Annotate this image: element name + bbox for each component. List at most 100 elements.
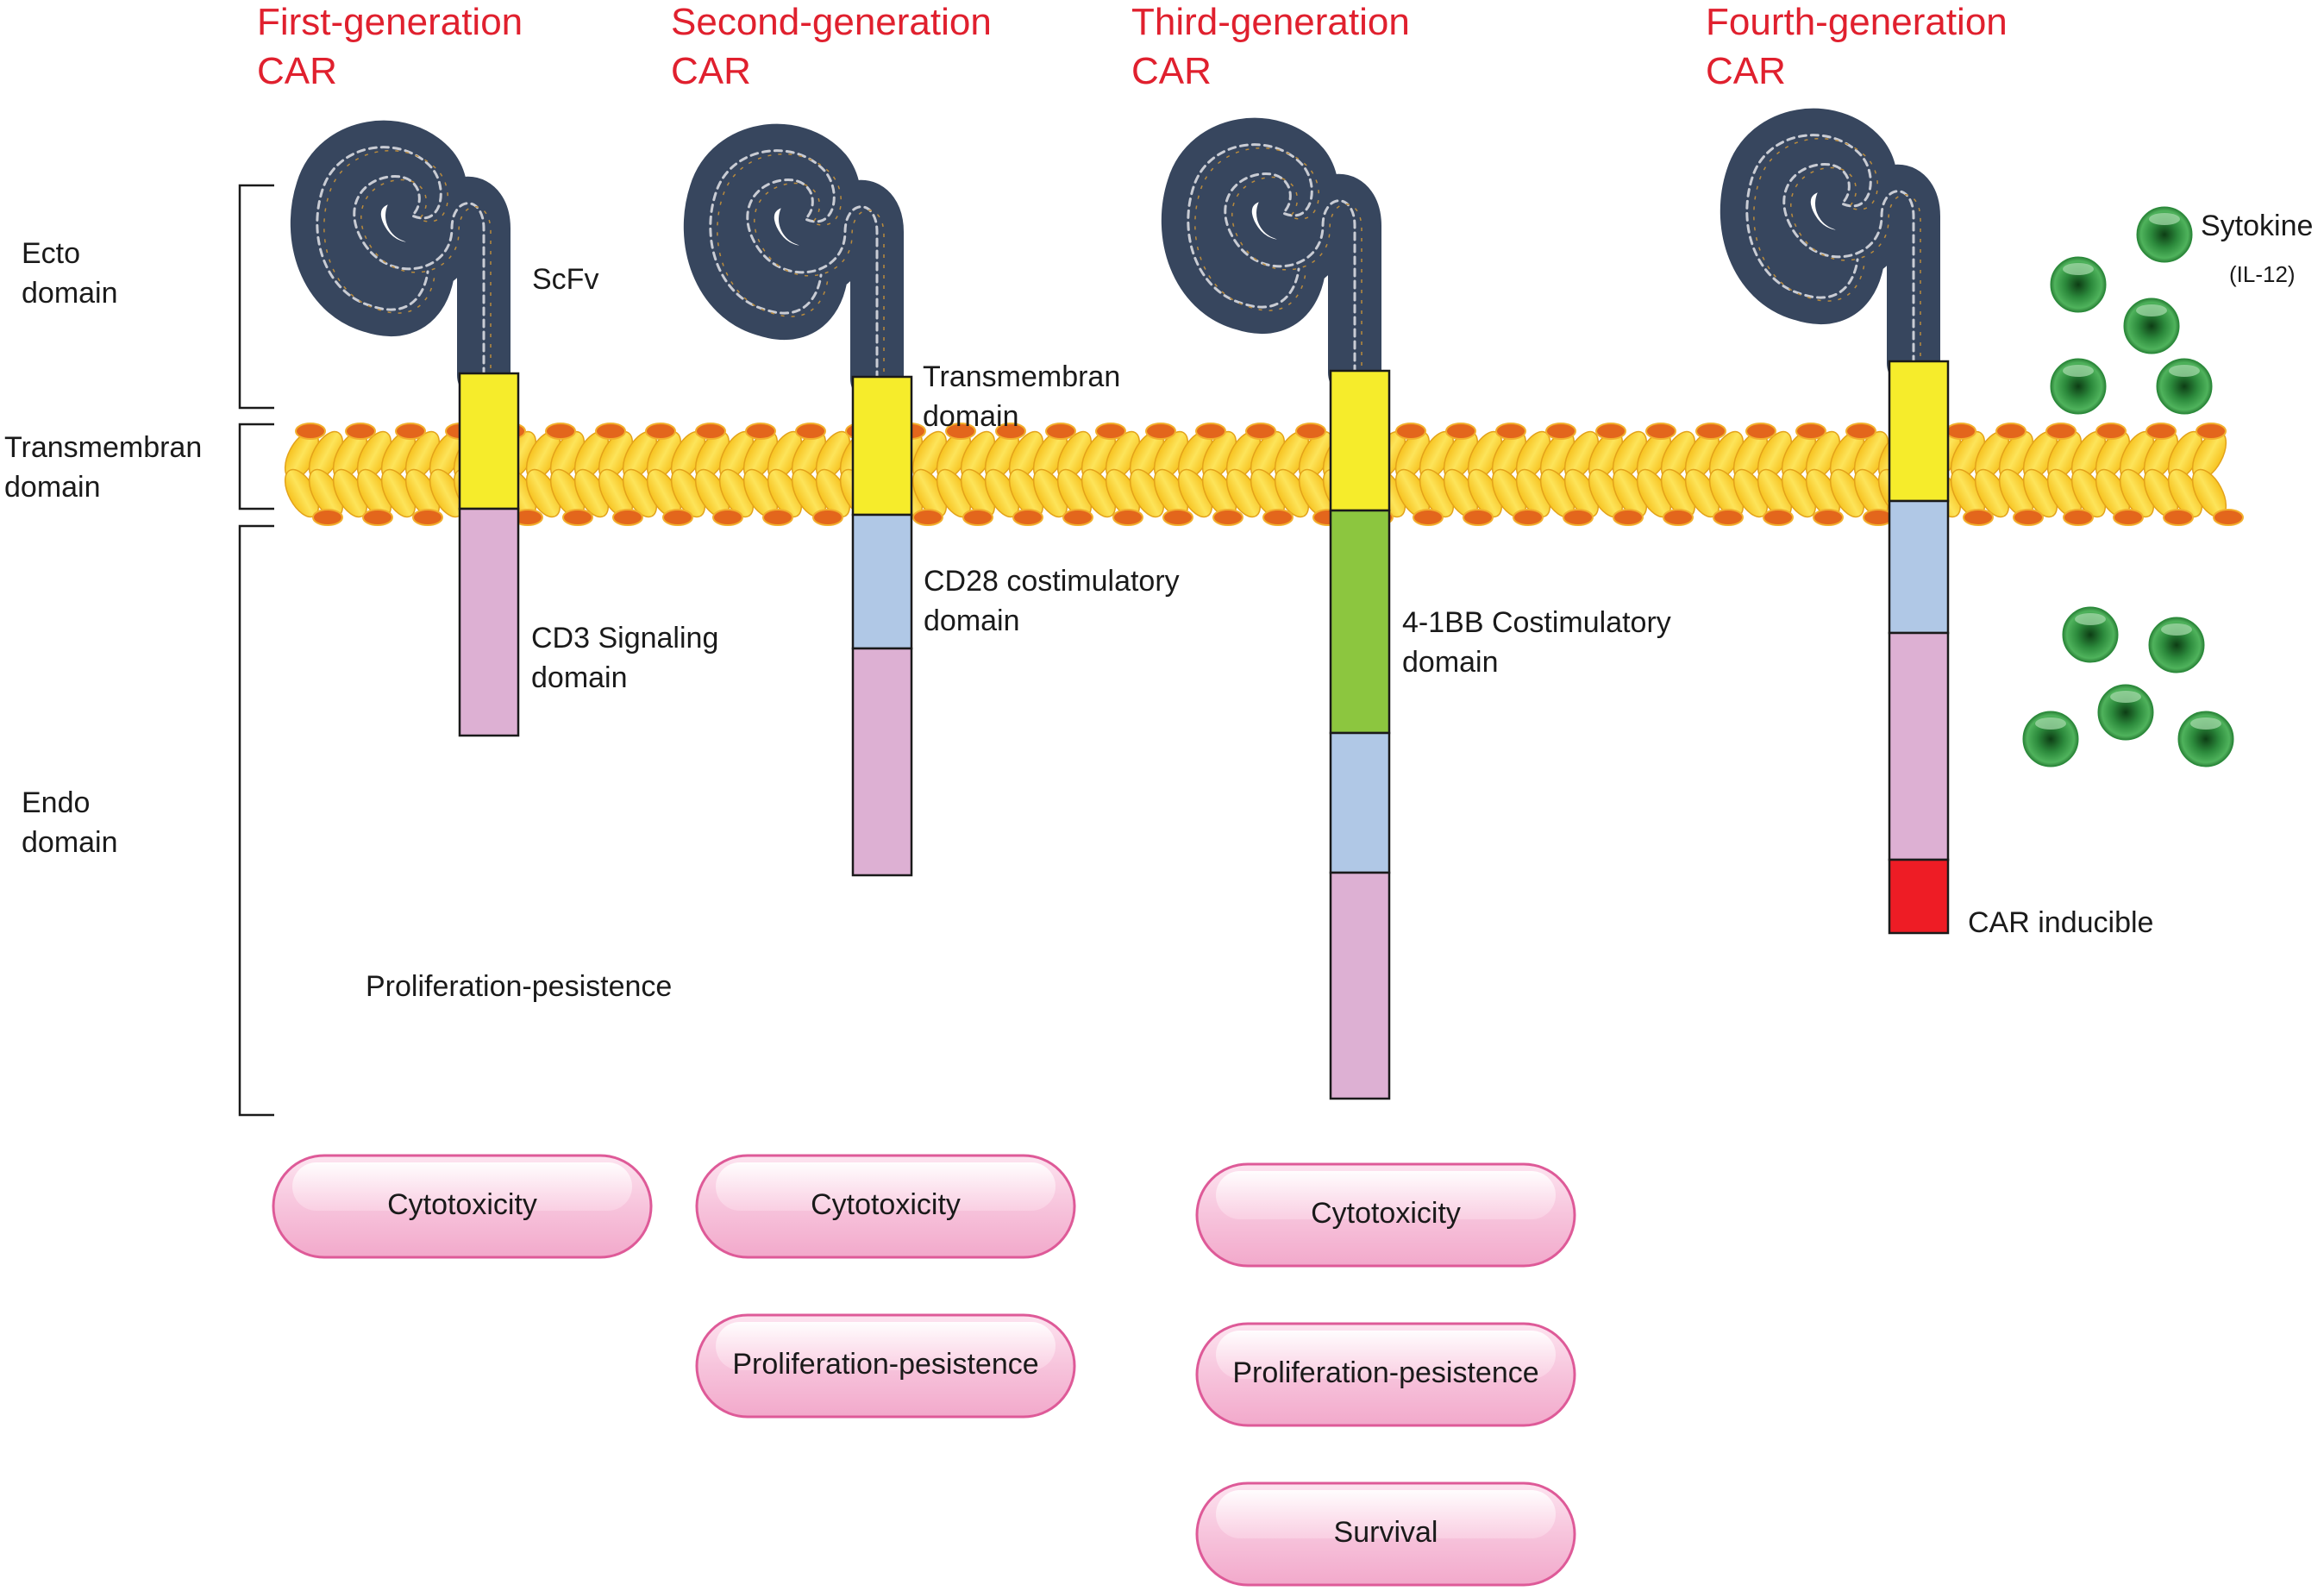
lipid-head bbox=[1845, 423, 1876, 440]
cytokine-highlight bbox=[2075, 613, 2106, 625]
lipid-head bbox=[1795, 423, 1826, 440]
lipid-head bbox=[1012, 509, 1043, 526]
lipid-head bbox=[1045, 423, 1076, 440]
cytokine-highlight bbox=[2149, 213, 2180, 225]
scfv-receptor bbox=[1720, 108, 1940, 390]
scfv-stitching bbox=[1187, 143, 1356, 374]
scfv-receptor bbox=[1161, 117, 1381, 399]
cytokine-highlight bbox=[2136, 304, 2167, 316]
pill-label: Cytotoxicity bbox=[1311, 1197, 1461, 1230]
endo-bracket bbox=[238, 524, 274, 1117]
lipid-head bbox=[1995, 423, 2026, 440]
lipid-head bbox=[695, 423, 726, 440]
gen1-title-car: CAR bbox=[257, 50, 337, 92]
gen4-pink-segment bbox=[1888, 631, 1950, 861]
lipid-head bbox=[1095, 423, 1126, 440]
pill-shine bbox=[716, 1322, 1056, 1370]
lipid-head bbox=[1495, 423, 1526, 440]
lipid-head bbox=[1195, 423, 1226, 440]
cytokine-cluster bbox=[2020, 204, 2237, 770]
lipid-head bbox=[1112, 509, 1143, 526]
gen2-yellow-segment bbox=[851, 375, 913, 517]
pill-label: Cytotoxicity bbox=[387, 1188, 537, 1221]
lipid-head bbox=[1513, 509, 1544, 526]
pill-shine bbox=[292, 1162, 632, 1211]
gen1-yellow-segment bbox=[458, 372, 520, 510]
lipid-head bbox=[1763, 509, 1794, 526]
lipid-head bbox=[2013, 509, 2044, 526]
gen3-outcome-pill: Survival bbox=[1195, 1481, 1576, 1587]
lipid-head bbox=[345, 423, 376, 440]
lipid-head bbox=[795, 423, 826, 440]
il12-label: (IL-12) bbox=[2229, 261, 2296, 287]
scfv-thread bbox=[717, 153, 885, 382]
lipid-head bbox=[1563, 509, 1594, 526]
lipid-head bbox=[2113, 509, 2144, 526]
lipid-head bbox=[1945, 423, 1976, 440]
lipid-head bbox=[395, 423, 426, 440]
lipid-head bbox=[762, 509, 793, 526]
gen3-title: Third-generation bbox=[1131, 1, 1410, 43]
gen2-outcome-pill: Proliferation-pesistence bbox=[695, 1313, 1076, 1419]
ecto-label-domain: domain bbox=[22, 277, 118, 310]
gen3-outcome-pill: Cytotoxicity bbox=[1195, 1162, 1576, 1268]
scfv-thread bbox=[1753, 137, 1921, 366]
scfv-body bbox=[1161, 117, 1381, 399]
scfv-body bbox=[1720, 108, 1940, 390]
gen4-red-segment bbox=[1888, 858, 1950, 935]
lipid-head bbox=[2196, 423, 2227, 440]
annotations: ScFv Transmembran domain CD3 Signaling d… bbox=[366, 210, 2313, 1003]
scfv-label: ScFv bbox=[532, 263, 598, 296]
lipid-head bbox=[995, 423, 1026, 440]
lipid-head bbox=[1062, 509, 1093, 526]
lipid-head bbox=[1595, 423, 1626, 440]
lipid-head bbox=[1295, 423, 1326, 440]
gen4-title-car: CAR bbox=[1706, 50, 1786, 92]
lipid-head bbox=[1262, 509, 1294, 526]
lipid-head bbox=[1413, 509, 1444, 526]
lipid-head bbox=[745, 423, 776, 440]
gen3-outcome-pill: Proliferation-pesistence bbox=[1195, 1322, 1576, 1427]
cytokine-highlight bbox=[2110, 691, 2141, 703]
car-receptors bbox=[458, 360, 1950, 1100]
scfv-stitching bbox=[709, 149, 879, 380]
scfv-receptor bbox=[683, 123, 904, 405]
lipid-head bbox=[1713, 509, 1744, 526]
lipid-head bbox=[1463, 509, 1494, 526]
bb41-label: 4-1BB Costimulatory bbox=[1402, 606, 1671, 639]
pill-shine bbox=[1216, 1331, 1556, 1379]
lipid-head bbox=[1245, 423, 1276, 440]
lipid-head bbox=[662, 509, 693, 526]
pill-shine bbox=[1216, 1171, 1556, 1219]
lipid-head bbox=[945, 423, 976, 440]
gen3-yellow-segment bbox=[1329, 369, 1391, 512]
lipid-head bbox=[562, 509, 593, 526]
cd28-label-domain: domain bbox=[924, 604, 1020, 637]
pill-shine bbox=[716, 1162, 1056, 1211]
transmembrane-label: Transmembran bbox=[4, 431, 202, 464]
lipid-head bbox=[1212, 509, 1243, 526]
lipid-head bbox=[2045, 423, 2077, 440]
lipid-head bbox=[1162, 509, 1193, 526]
lipid-head bbox=[545, 423, 576, 440]
lipid-head bbox=[295, 423, 326, 440]
lipid-head bbox=[1695, 423, 1726, 440]
lipid-head bbox=[595, 423, 626, 440]
pill-shine bbox=[1216, 1490, 1556, 1538]
cd28-label: CD28 costimulatory bbox=[924, 565, 1180, 598]
gen3-title-car: CAR bbox=[1131, 50, 1212, 92]
lipid-head bbox=[1145, 423, 1176, 440]
lipid-head bbox=[962, 509, 993, 526]
endo-label: Endo bbox=[22, 786, 90, 819]
lipid-head bbox=[2163, 509, 2194, 526]
generation-titles: First-generation CAR Second-generation C… bbox=[257, 1, 2008, 92]
lipid-head bbox=[1613, 509, 1644, 526]
scfv-stitching bbox=[1745, 134, 1915, 365]
gen2-outcome-pill: Cytotoxicity bbox=[695, 1154, 1076, 1259]
scfv-stitching bbox=[316, 146, 485, 377]
gen1-title: First-generation bbox=[257, 1, 523, 43]
scfv-thread bbox=[1194, 147, 1362, 376]
domain-brackets bbox=[238, 184, 274, 1117]
endo-label-domain: domain bbox=[22, 826, 118, 859]
